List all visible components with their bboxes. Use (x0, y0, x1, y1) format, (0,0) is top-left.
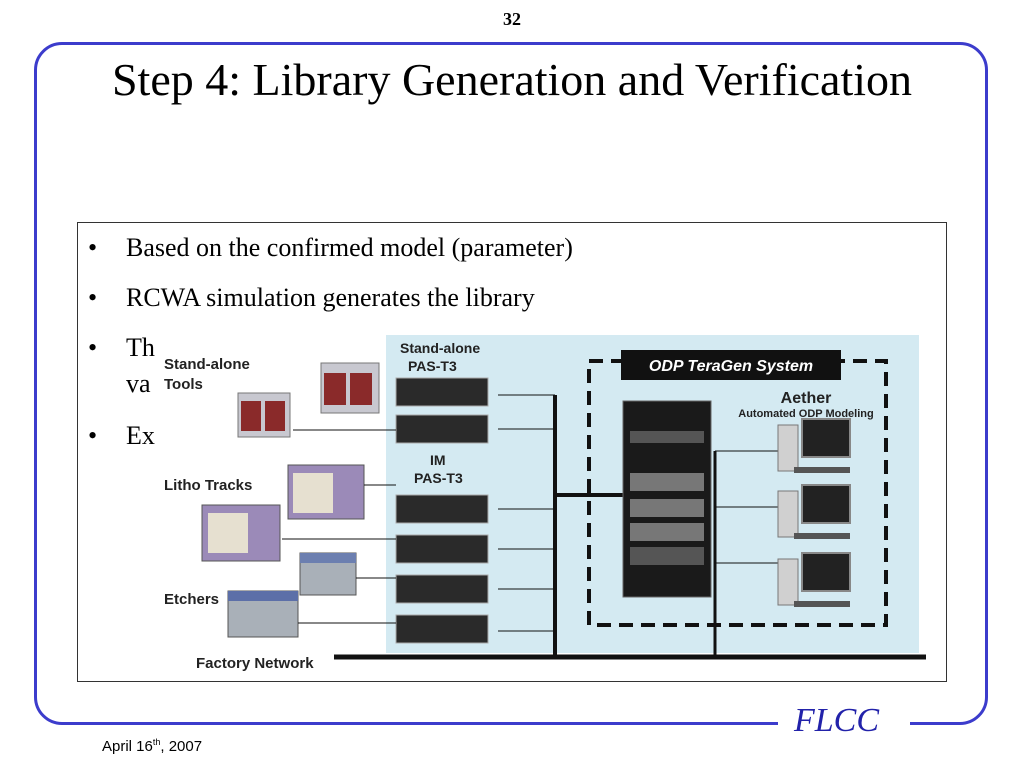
system-boundary (587, 359, 888, 627)
factory-network-label: Factory Network (196, 655, 314, 672)
litho-tracks-label: Litho Tracks (164, 477, 252, 494)
standalone-tools-label: Stand-alone (164, 356, 250, 373)
litho-track-image (201, 464, 365, 562)
im-pas-label: IM (430, 452, 446, 468)
page-number: 32 (503, 9, 521, 29)
standalone-pas-label-2: PAS-T3 (408, 358, 457, 374)
bullet-item: •Ex (88, 421, 155, 450)
standalone-tools-label-2: Tools (164, 376, 203, 393)
server-group (395, 377, 489, 644)
date-suffix-sup: th (152, 737, 161, 747)
aether-sub-label: Automated ODP Modeling (738, 408, 873, 420)
slide-frame (34, 42, 988, 725)
bullet-item: •RCWA simulation generates the library (88, 283, 535, 312)
bullet-continuation: va (126, 369, 151, 398)
bullet-item: •Based on the confirmed model (parameter… (88, 233, 573, 262)
network-lines (282, 394, 926, 660)
system-title: ODP TeraGen System (649, 358, 813, 375)
bullet-text: Based on the confirmed model (parameter) (126, 233, 573, 262)
footer-date: April 16th, 2007 (102, 737, 202, 755)
date-year: , 2007 (160, 738, 203, 755)
cluster-rack (622, 400, 712, 598)
factory-network-diagram: Stand-alone Tools Litho Tracks Etchers F… (157, 335, 926, 672)
bullet-text: RCWA simulation generates the library (126, 283, 535, 312)
workstation-group (777, 418, 851, 607)
content-box: •Based on the confirmed model (parameter… (77, 222, 947, 682)
date-prefix: April 16 (102, 738, 153, 755)
system-title-bar (621, 350, 841, 380)
im-pas-label-2: PAS-T3 (414, 470, 463, 486)
organization-logo: FLCC (794, 702, 880, 739)
etcher-image (227, 552, 357, 638)
bullet-item: •Th (88, 333, 155, 362)
frame-gap (778, 712, 910, 738)
slide-title: Step 4: Library Generation and Verificat… (111, 54, 913, 105)
aether-label: Aether (781, 390, 832, 407)
bullet-text: Ex (126, 421, 155, 450)
etchers-label: Etchers (164, 591, 219, 608)
standalone-pas-label: Stand-alone (400, 340, 480, 356)
standalone-tool-image (237, 362, 380, 438)
bullet-text: Th (126, 333, 155, 362)
